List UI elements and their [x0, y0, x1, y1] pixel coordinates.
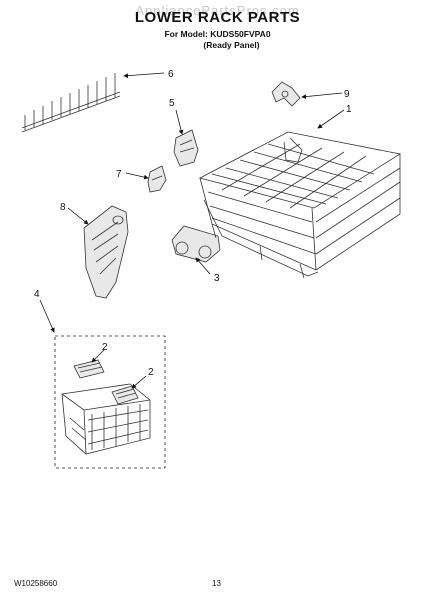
part-5-clip — [173, 129, 199, 167]
part-2-cover-a — [73, 359, 105, 379]
callout-5: 5 — [169, 98, 175, 109]
callout-3: 3 — [214, 273, 220, 284]
watermark: AppliancePartsPros.com — [135, 3, 300, 18]
leader-8 — [67, 207, 89, 225]
page-title: LOWER RACK PARTS — [134, 9, 301, 26]
page-number: 13 — [212, 579, 221, 588]
part-4-silverware-basket-assembly — [54, 335, 166, 469]
leader-6 — [123, 72, 165, 79]
leader-5 — [175, 109, 184, 135]
callout-9: 9 — [344, 89, 350, 100]
part-6-tine-row — [21, 73, 121, 133]
leader-4 — [39, 299, 55, 333]
callout-6: 6 — [168, 69, 174, 80]
leader-2b — [131, 375, 147, 389]
callout-2a: 2 — [102, 342, 108, 353]
leader-1 — [317, 109, 345, 129]
callout-2b: 2 — [148, 367, 154, 378]
part-1-lower-rack — [198, 131, 402, 279]
variant-line: (Ready Panel) — [203, 40, 260, 50]
part-7-bracket — [147, 165, 167, 193]
part-2-cover-b — [111, 385, 139, 405]
leader-3 — [195, 257, 211, 275]
part-9-clip — [271, 81, 301, 107]
leader-2a — [91, 349, 105, 363]
callout-1: 1 — [346, 104, 352, 115]
callout-7: 7 — [116, 169, 122, 180]
leader-7 — [125, 172, 149, 180]
leader-9 — [301, 92, 343, 99]
callout-8: 8 — [60, 202, 66, 213]
part-8-caddy-hook — [83, 205, 129, 299]
part-3-roller — [171, 225, 221, 263]
model-line: For Model: KUDS50FVPA0 — [164, 29, 271, 39]
callout-4: 4 — [34, 289, 40, 300]
document-number: W10258660 — [14, 579, 58, 588]
